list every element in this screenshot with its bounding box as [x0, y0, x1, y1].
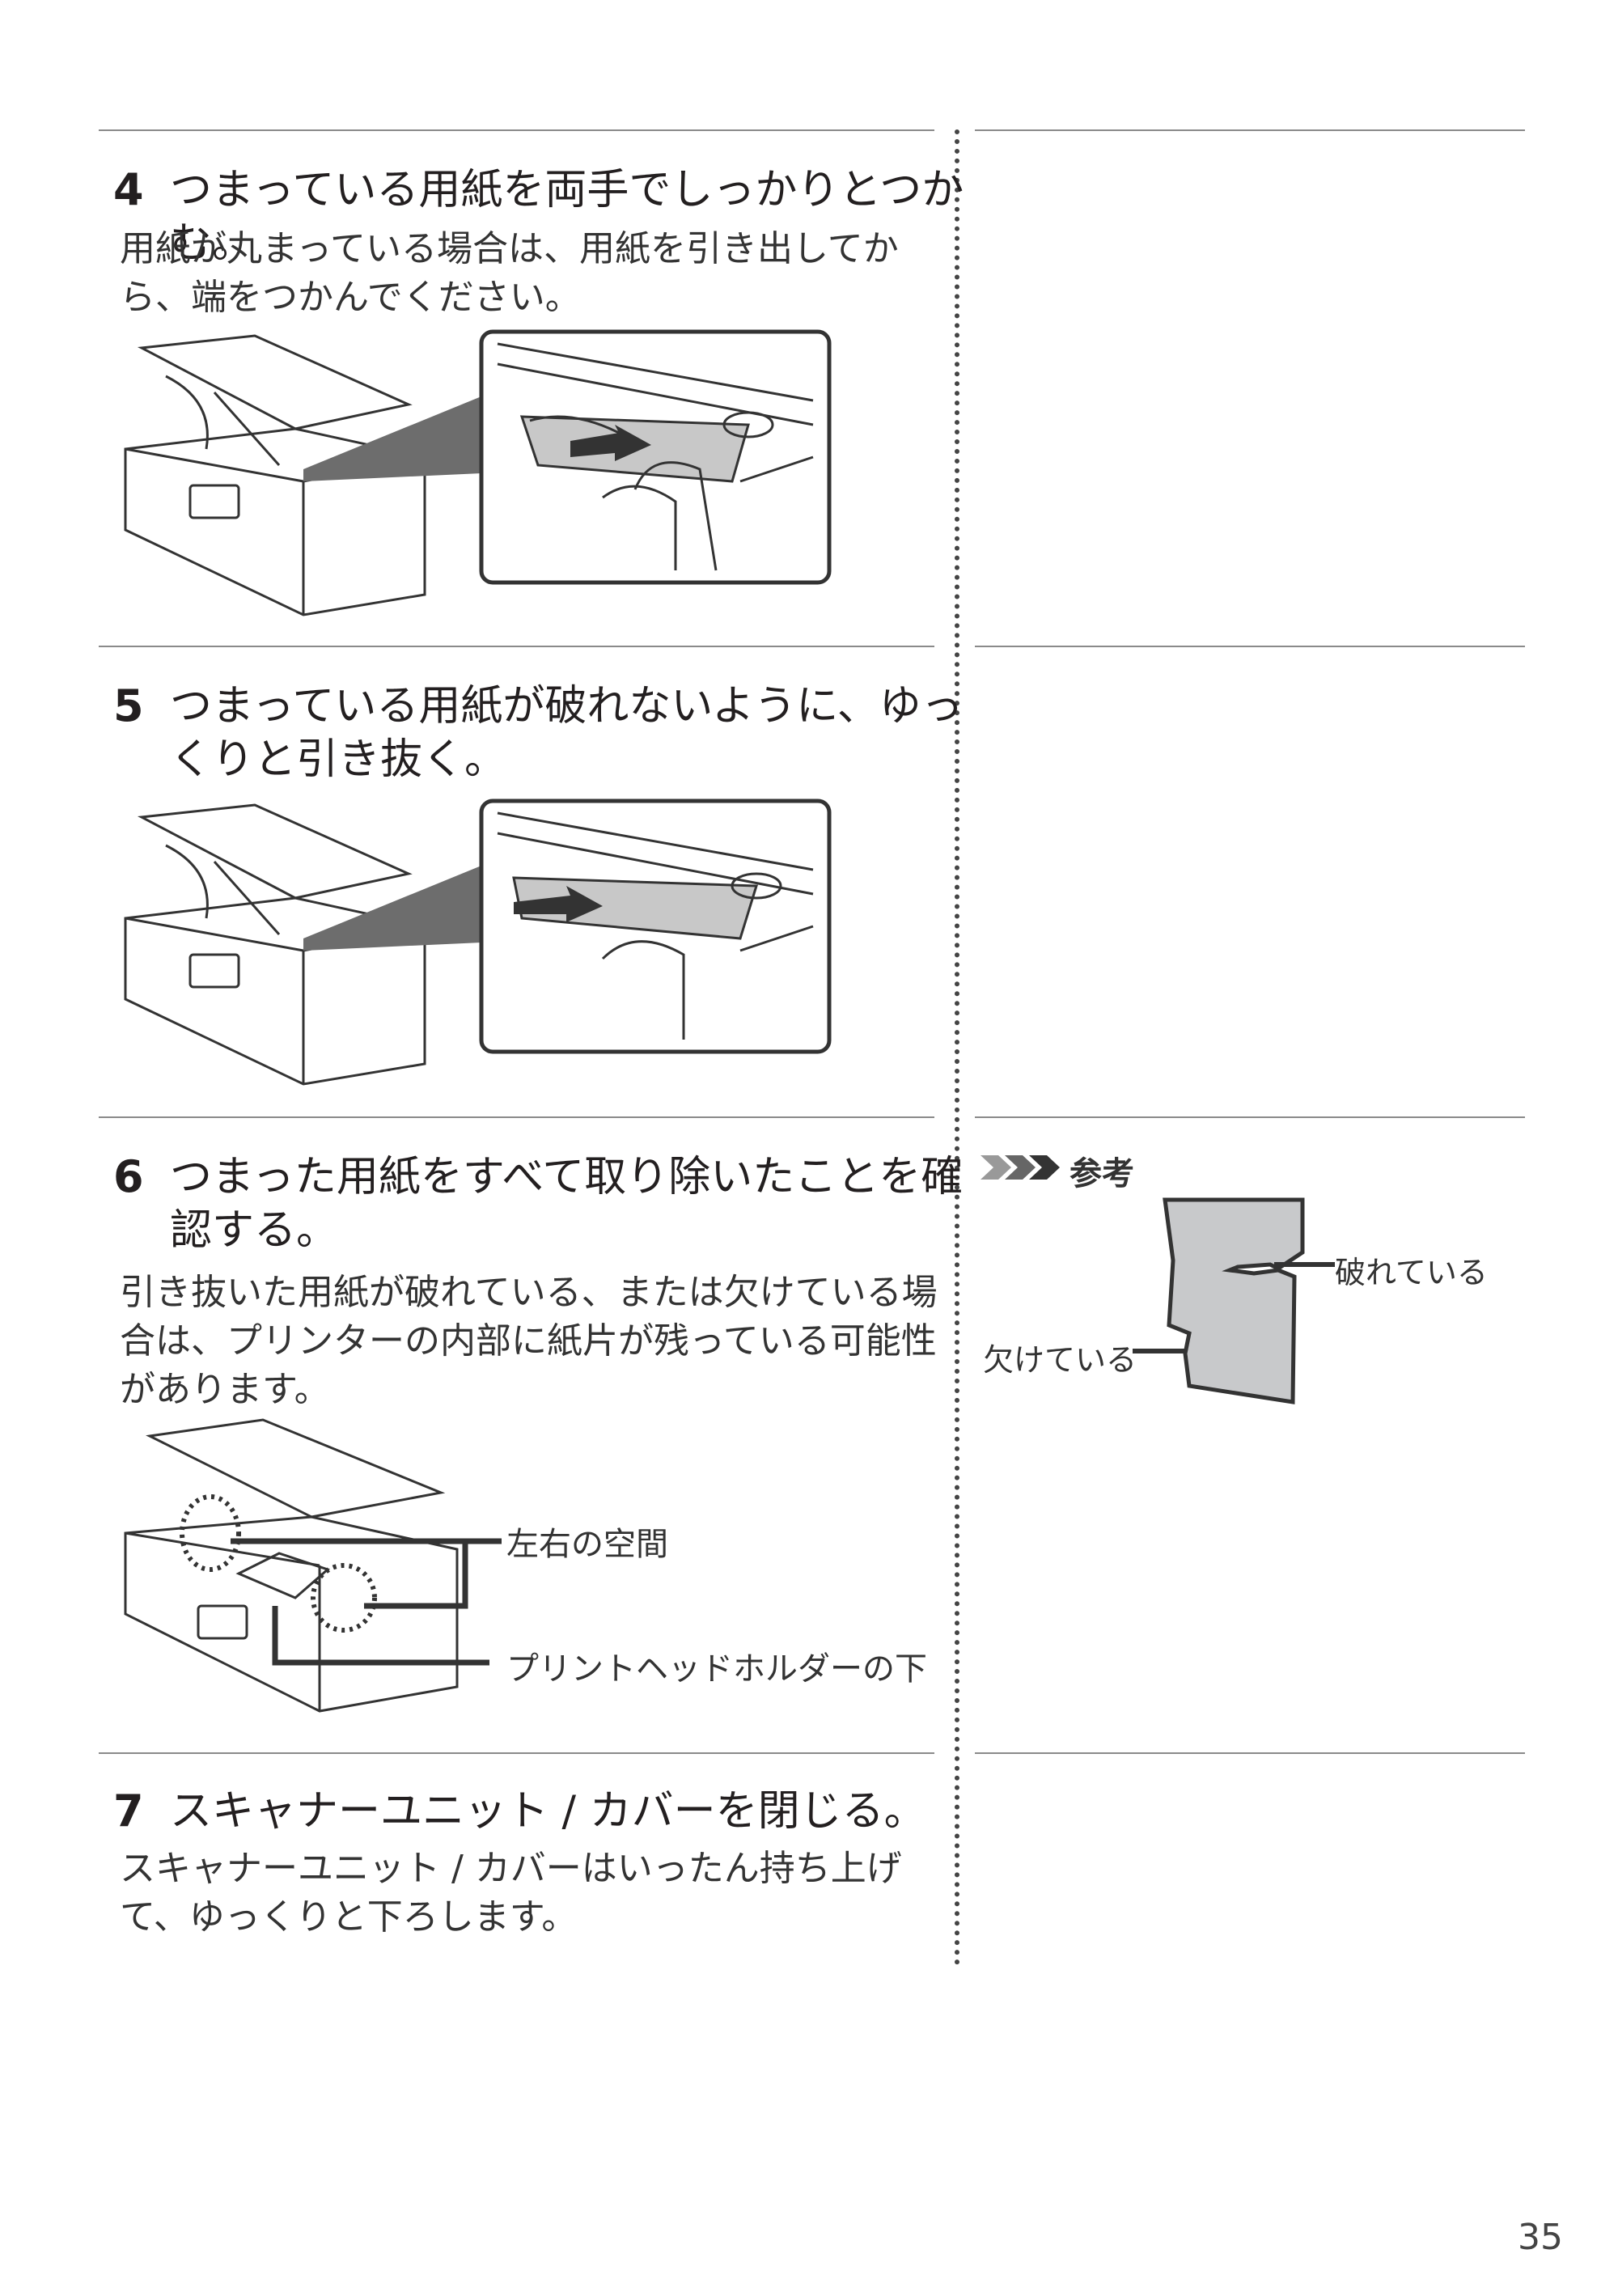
note-heading: 参考 [1069, 1155, 1134, 1192]
step-title: つまった用紙をすべて取り除いたことを確認する。 [170, 1153, 964, 1255]
divider [99, 1116, 934, 1118]
step-number: 6 [113, 1151, 144, 1202]
divider [975, 1752, 1525, 1754]
step-number: 7 [113, 1786, 144, 1836]
missing-label: 欠けている [983, 1342, 1137, 1378]
callout-left-right-space: 左右の空間 [506, 1526, 668, 1563]
divider [975, 1116, 1525, 1118]
divider [975, 646, 1525, 647]
step-title: つまっている用紙を両手でしっかりとつかむ。 [170, 166, 964, 268]
torn-paper-illustration [1133, 1197, 1335, 1404]
divider [975, 129, 1525, 131]
step-number: 5 [113, 680, 144, 731]
column-separator [955, 129, 959, 1966]
chevron-icon [981, 1155, 1060, 1180]
step-7-heading: 7 スキャナーユニット / カバーを閉じる。 [113, 1785, 979, 1839]
printer-illustration [124, 799, 832, 1086]
step-number: 4 [113, 164, 144, 215]
page-number: 35 [1518, 2217, 1563, 2258]
step-title: スキャナーユニット / カバーを閉じる。 [170, 1787, 926, 1836]
torn-label: 破れている [1335, 1255, 1488, 1290]
step-6-heading: 6 つまった用紙をすべて取り除いたことを確認する。 [113, 1150, 979, 1257]
step-4-body: 用紙が丸まっている場合は、用紙を引き出してから、端をつかんでください。 [120, 228, 899, 318]
step-4-heading: 4 つまっている用紙を両手でしっかりとつかむ。 [113, 163, 979, 270]
printer-illustration-with-callouts [124, 1418, 502, 1713]
divider [99, 1752, 934, 1754]
step-5-heading: 5 つまっている用紙が破れないように、ゆっくりと引き抜く。 [113, 680, 979, 786]
divider [99, 129, 934, 131]
printer-illustration [124, 329, 832, 616]
step-7-body: スキャナーユニット / カバーはいったん持ち上げて、ゆっくりと下ろします。 [120, 1848, 902, 1938]
callout-print-head-holder: プリントヘッドホルダーの下 [506, 1650, 927, 1688]
divider [99, 646, 934, 647]
step-title: つまっている用紙が破れないように、ゆっくりと引き抜く。 [170, 682, 964, 784]
step-6-body: 引き抜いた用紙が破れている、または欠けている場合は、プリンターの内部に紙片が残っ… [120, 1272, 938, 1410]
